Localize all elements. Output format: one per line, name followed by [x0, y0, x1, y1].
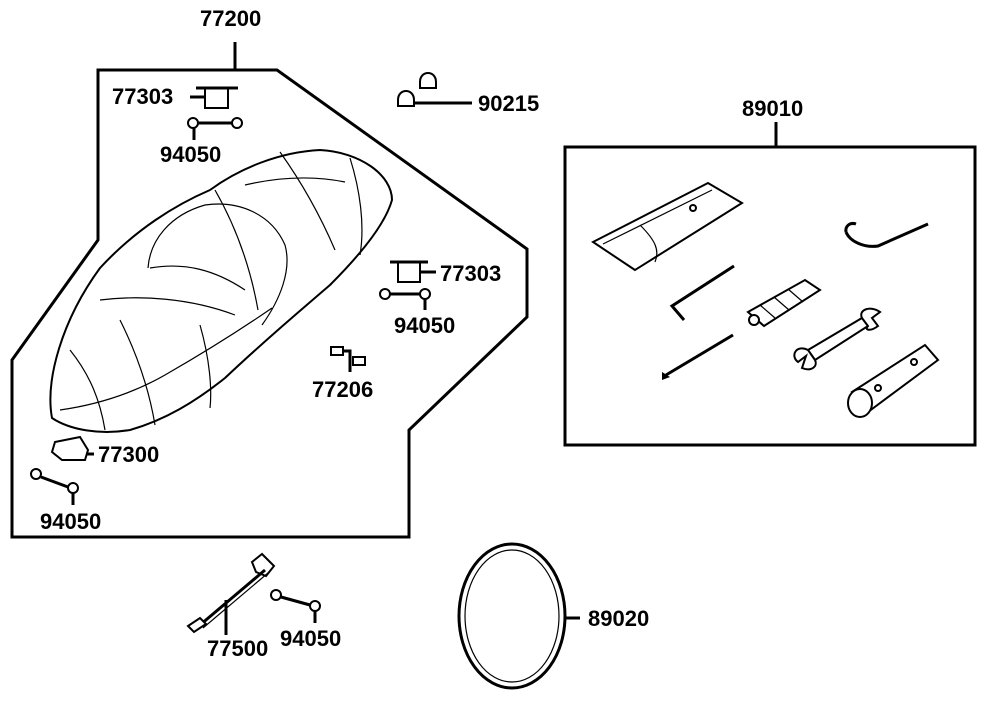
hook-spanner [844, 222, 929, 248]
bolt-bottom-part: 94050 [270, 589, 341, 651]
label-belt: 89020 [588, 606, 649, 631]
allen-key [669, 264, 735, 321]
label-bolt-left: 94050 [40, 509, 101, 534]
seat-drawing [49, 148, 394, 433]
cap-nut-part: 90215 [397, 72, 539, 116]
hook-right-part: 77303 [390, 260, 501, 286]
label-hook-right: 77303 [440, 261, 501, 286]
bolt-top-part: 94050 [160, 117, 243, 167]
belt-part: 89020 [457, 542, 649, 690]
bumper-part: 77300 [50, 435, 159, 467]
label-tool-kit: 89010 [742, 96, 803, 121]
bolt-right-part: 94050 [379, 288, 455, 338]
clip-part: 77206 [312, 346, 373, 402]
tool-kit-group: 89010 [563, 96, 977, 447]
label-bumper: 77300 [98, 442, 159, 467]
label-bolt-right: 94050 [394, 313, 455, 338]
tool-bag [591, 181, 744, 272]
label-cap-nut: 90215 [478, 91, 539, 116]
label-clip: 77206 [312, 377, 373, 402]
label-hook-top: 77303 [112, 84, 173, 109]
label-bolt-top: 94050 [160, 142, 221, 167]
seat-lock-cable-part: 77500 [186, 552, 276, 661]
hook-top-part: 77303 [112, 84, 238, 109]
bolt-left-part: 94050 [30, 468, 101, 534]
seat-assembly-group: 77200 [10, 6, 529, 539]
label-seat-lock-cable: 77500 [207, 636, 268, 661]
open-end-wrench [806, 316, 870, 362]
screwdriver-bit [665, 333, 734, 377]
label-seat-assembly: 77200 [200, 6, 261, 31]
label-bolt-bottom: 94050 [280, 626, 341, 651]
